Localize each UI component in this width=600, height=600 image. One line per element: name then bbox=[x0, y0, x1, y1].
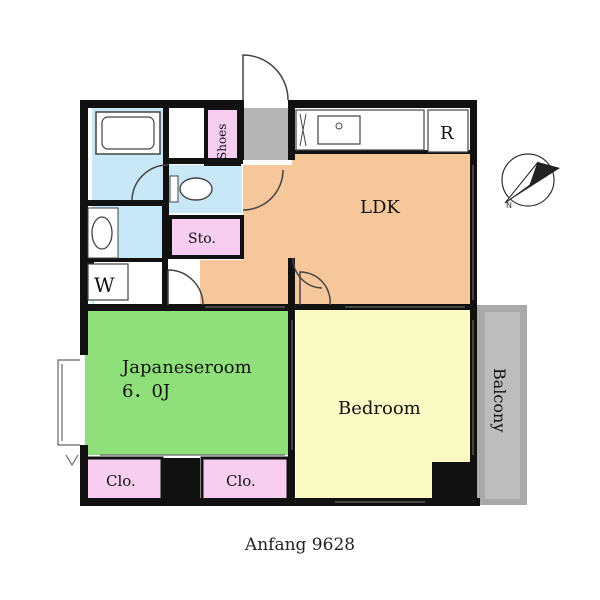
sliding-doors bbox=[100, 165, 474, 503]
washer-icon bbox=[87, 263, 129, 301]
floor-plan-caption: Anfang 9628 bbox=[244, 535, 356, 555]
storage-closet bbox=[168, 215, 244, 259]
washer-label: W bbox=[94, 273, 115, 297]
compass-north-arrow-icon: N bbox=[501, 153, 560, 210]
refrigerator-label: R bbox=[440, 123, 454, 144]
door-swing-icon bbox=[131, 54, 331, 306]
closet-right bbox=[200, 456, 290, 502]
japanese-room-label: Japaneseroom bbox=[120, 357, 252, 378]
refrigerator-icon bbox=[427, 109, 469, 153]
closet-left bbox=[82, 456, 164, 502]
japanese-room-size: 6．0J bbox=[122, 381, 170, 402]
sink-icon bbox=[87, 207, 119, 259]
kitchen-counter-icon bbox=[295, 109, 425, 151]
bedroom-label: Bedroom bbox=[338, 398, 421, 419]
hallway-lower bbox=[200, 260, 293, 305]
closet-left-label: Clo. bbox=[106, 472, 136, 490]
ldk-area bbox=[292, 150, 470, 305]
closet-left-pillar bbox=[162, 458, 200, 500]
bay-window bbox=[57, 359, 80, 467]
toilet-icon bbox=[169, 175, 213, 203]
japanese-room-area bbox=[85, 310, 290, 455]
svg-text:N: N bbox=[506, 201, 512, 210]
shoes-label: Shoes bbox=[215, 124, 229, 160]
storage-label: Sto. bbox=[188, 231, 216, 247]
balcony-label: Balcony bbox=[490, 368, 509, 432]
bedroom-pillar bbox=[432, 462, 474, 502]
closet-right-label: Clo. bbox=[226, 472, 256, 490]
entrance-area bbox=[243, 108, 291, 160]
ldk-label: LDK bbox=[360, 197, 400, 218]
balcony-inner bbox=[485, 312, 520, 499]
bathtub-icon bbox=[95, 111, 161, 155]
